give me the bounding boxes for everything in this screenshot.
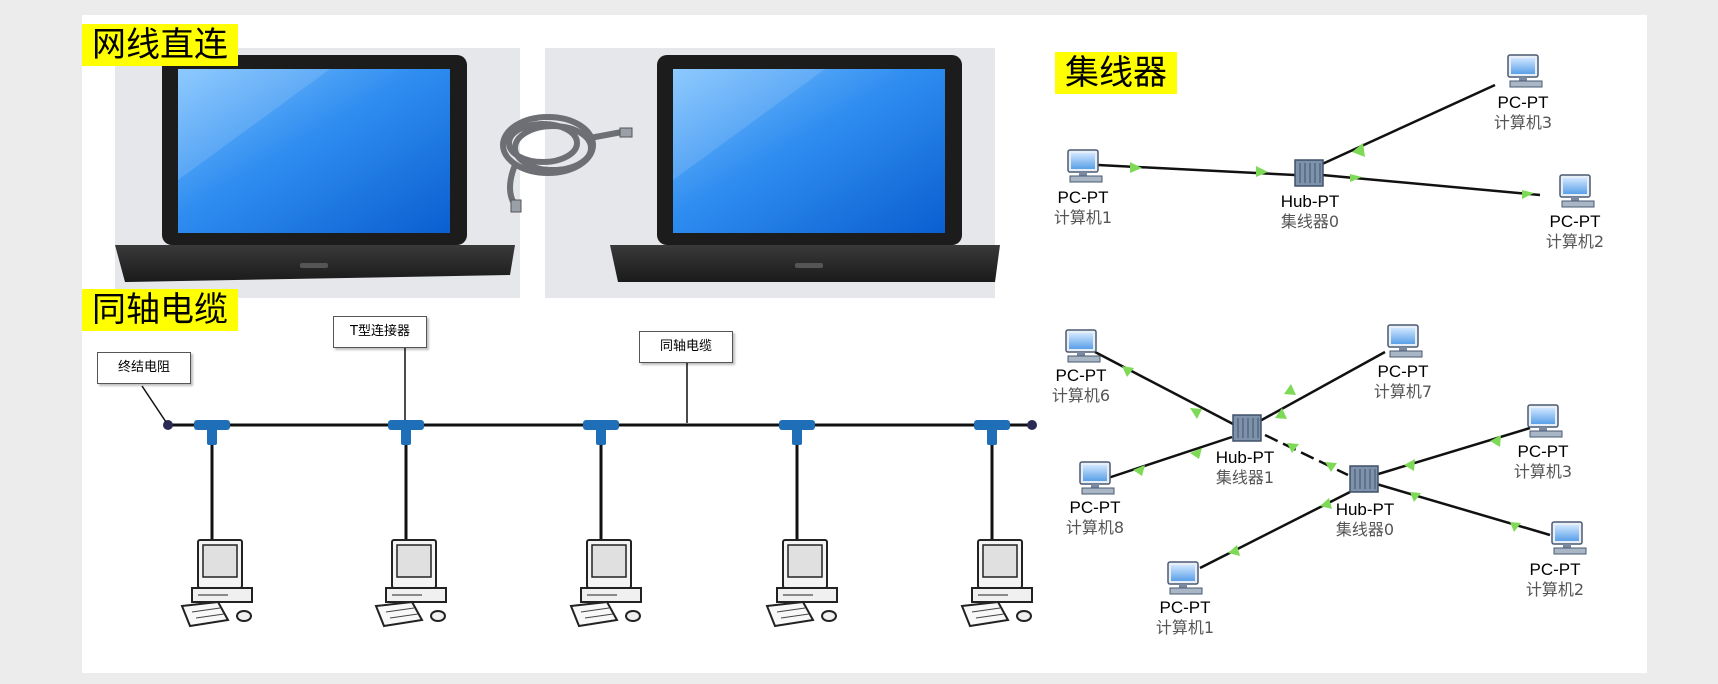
node-type: PC-PT [1549, 212, 1601, 231]
pc-icon[interactable] [1527, 404, 1563, 438]
pc-icon[interactable] [1167, 561, 1203, 595]
node-name: 集线器0 [1335, 520, 1395, 539]
terminator-icon [163, 420, 173, 430]
t-connector-icon [388, 420, 424, 445]
node-name: 集线器1 [1215, 468, 1275, 487]
t-connector-icon [194, 420, 230, 445]
coax-cable-callout: 同轴电缆 [639, 331, 733, 363]
laptop-icon [115, 55, 515, 282]
link-arrows [1122, 366, 1521, 556]
pc-icon[interactable] [1551, 521, 1587, 555]
pc-label-1: PC-PT 计算机1 [1028, 188, 1138, 228]
pc-label-2: PC-PT 计算机2 [1500, 560, 1610, 600]
node-name: 计算机3 [1493, 113, 1553, 132]
pc-label-2: PC-PT 计算机2 [1520, 212, 1630, 252]
pc-icon[interactable] [1079, 461, 1115, 495]
node-type: PC-PT [1529, 560, 1581, 579]
node-type: PC-PT [1159, 598, 1211, 617]
pc-icon[interactable] [1507, 54, 1543, 88]
node-type: PC-PT [1069, 498, 1121, 517]
node-name: 计算机1 [1155, 618, 1215, 637]
node-name: 计算机2 [1525, 580, 1585, 599]
hub-label-0: Hub-PT 集线器0 [1255, 192, 1365, 232]
node-type: PC-PT [1057, 188, 1109, 207]
coax-section [141, 348, 1037, 627]
pc-label-6: PC-PT 计算机6 [1026, 366, 1136, 406]
hub-label-1: Hub-PT 集线器1 [1190, 448, 1300, 488]
hub-icon[interactable] [1349, 465, 1379, 493]
desktop-computer-icon [375, 539, 447, 627]
t-connector-icon [779, 420, 815, 445]
terminator-icon [1027, 420, 1037, 430]
desktop-computer-icon [181, 539, 253, 627]
section-tag-hub: 集线器 [1055, 52, 1177, 94]
pc-label-1: PC-PT 计算机1 [1130, 598, 1240, 638]
section-tag-direct: 网线直连 [82, 24, 238, 66]
direct-section [115, 48, 1000, 298]
node-type: PC-PT [1517, 442, 1569, 461]
desktop-computer-icon [570, 539, 642, 627]
node-name: 集线器0 [1280, 212, 1340, 231]
ethernet-cable-icon [500, 114, 633, 213]
pc-label-3: PC-PT 计算机3 [1468, 93, 1578, 133]
pc-label-3: PC-PT 计算机3 [1488, 442, 1598, 482]
node-type: Hub-PT [1215, 448, 1275, 467]
pc-icon[interactable] [1065, 329, 1101, 363]
pc-icon[interactable] [1387, 324, 1423, 358]
node-type: PC-PT [1055, 366, 1107, 385]
node-type: PC-PT [1497, 93, 1549, 112]
desktop-computer-icon [961, 539, 1033, 627]
node-name: 计算机1 [1053, 208, 1113, 227]
pc-label-7: PC-PT 计算机7 [1348, 362, 1458, 402]
pc-icon[interactable] [1559, 174, 1595, 208]
link-arrows [1130, 143, 1534, 199]
node-name: 计算机3 [1513, 462, 1573, 481]
terminator-callout: 终结电阻 [97, 352, 191, 384]
pc-label-8: PC-PT 计算机8 [1040, 498, 1150, 538]
laptop-icon [610, 55, 1000, 282]
hub-icon[interactable] [1232, 414, 1262, 442]
t-connector-callout: T型连接器 [333, 316, 427, 348]
pc-icon[interactable] [1067, 149, 1103, 183]
node-name: 计算机7 [1373, 382, 1433, 401]
desktop-computer-icon [766, 539, 838, 627]
node-type: Hub-PT [1335, 500, 1395, 519]
t-connector-icon [583, 420, 619, 445]
node-type: Hub-PT [1280, 192, 1340, 211]
section-tag-coax: 同轴电缆 [82, 289, 238, 331]
hub-label-0: Hub-PT 集线器0 [1310, 500, 1420, 540]
node-name: 计算机6 [1051, 386, 1111, 405]
node-type: PC-PT [1377, 362, 1429, 381]
node-name: 计算机2 [1545, 232, 1605, 251]
t-connector-icon [974, 420, 1010, 445]
hub-icon[interactable] [1294, 159, 1324, 187]
node-name: 计算机8 [1065, 518, 1125, 537]
